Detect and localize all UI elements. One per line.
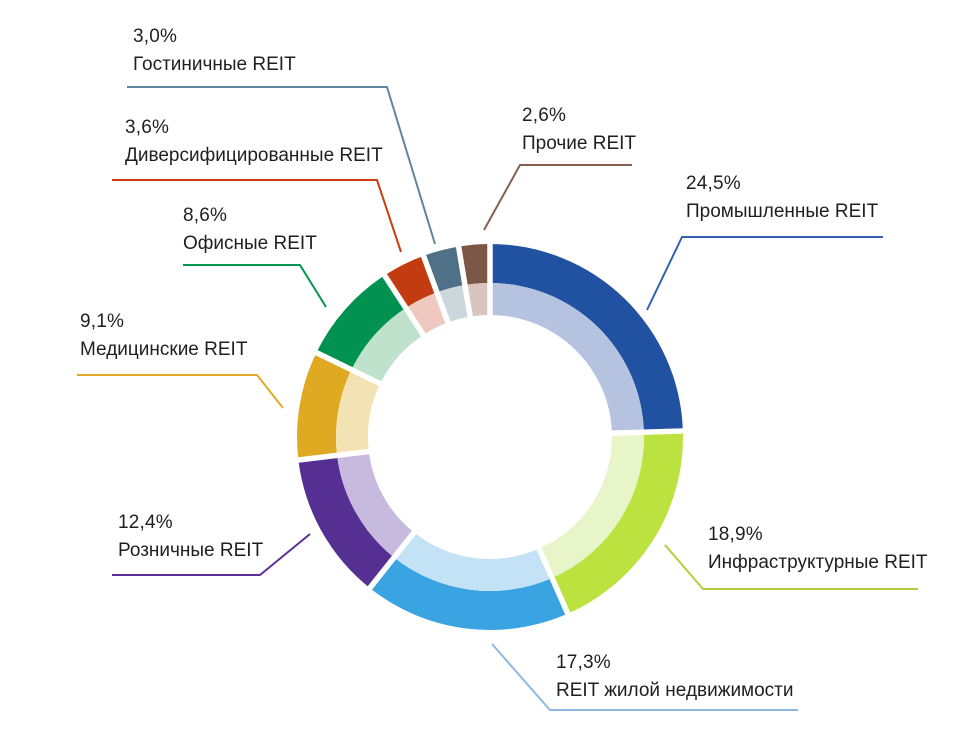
slice-separator-8: [455, 242, 474, 323]
slice-industrial-inner: [490, 283, 644, 434]
slice-industrial-outer: [490, 244, 683, 433]
slice-separator-2: [534, 542, 572, 619]
leader-line-hotel: [127, 86, 436, 245]
slice-infrastructure-outer: [552, 430, 683, 614]
leader-line-retail: [112, 533, 311, 576]
leader-line-residential: [491, 643, 798, 711]
slice-office-outer: [316, 275, 406, 370]
slice-separator-1: [606, 428, 687, 437]
leader-line-other: [483, 164, 632, 231]
slice-separator-6: [380, 270, 429, 341]
slice-healthcare-outer: [296, 352, 352, 460]
slice-separator-7: [419, 251, 453, 329]
slice-residential-inner: [394, 532, 553, 591]
slice-diversified-inner: [405, 292, 448, 335]
slice-infrastructure-inner: [539, 432, 644, 578]
leader-line-office: [183, 264, 327, 308]
slice-office-inner: [351, 308, 424, 384]
slice-residential-outer: [369, 557, 568, 630]
slice-retail-outer: [298, 455, 395, 589]
slice-separator-5: [311, 348, 386, 389]
slice-separator-4: [294, 448, 375, 464]
leader-line-industrial: [646, 236, 883, 311]
slice-other-outer: [458, 244, 490, 286]
leader-line-infrastructure: [664, 544, 918, 590]
leader-line-diversified: [112, 179, 402, 253]
slice-separator-3: [365, 526, 420, 593]
leader-line-healthcare: [77, 374, 284, 409]
slice-retail-inner: [337, 451, 415, 558]
slice-healthcare-inner: [336, 369, 381, 456]
